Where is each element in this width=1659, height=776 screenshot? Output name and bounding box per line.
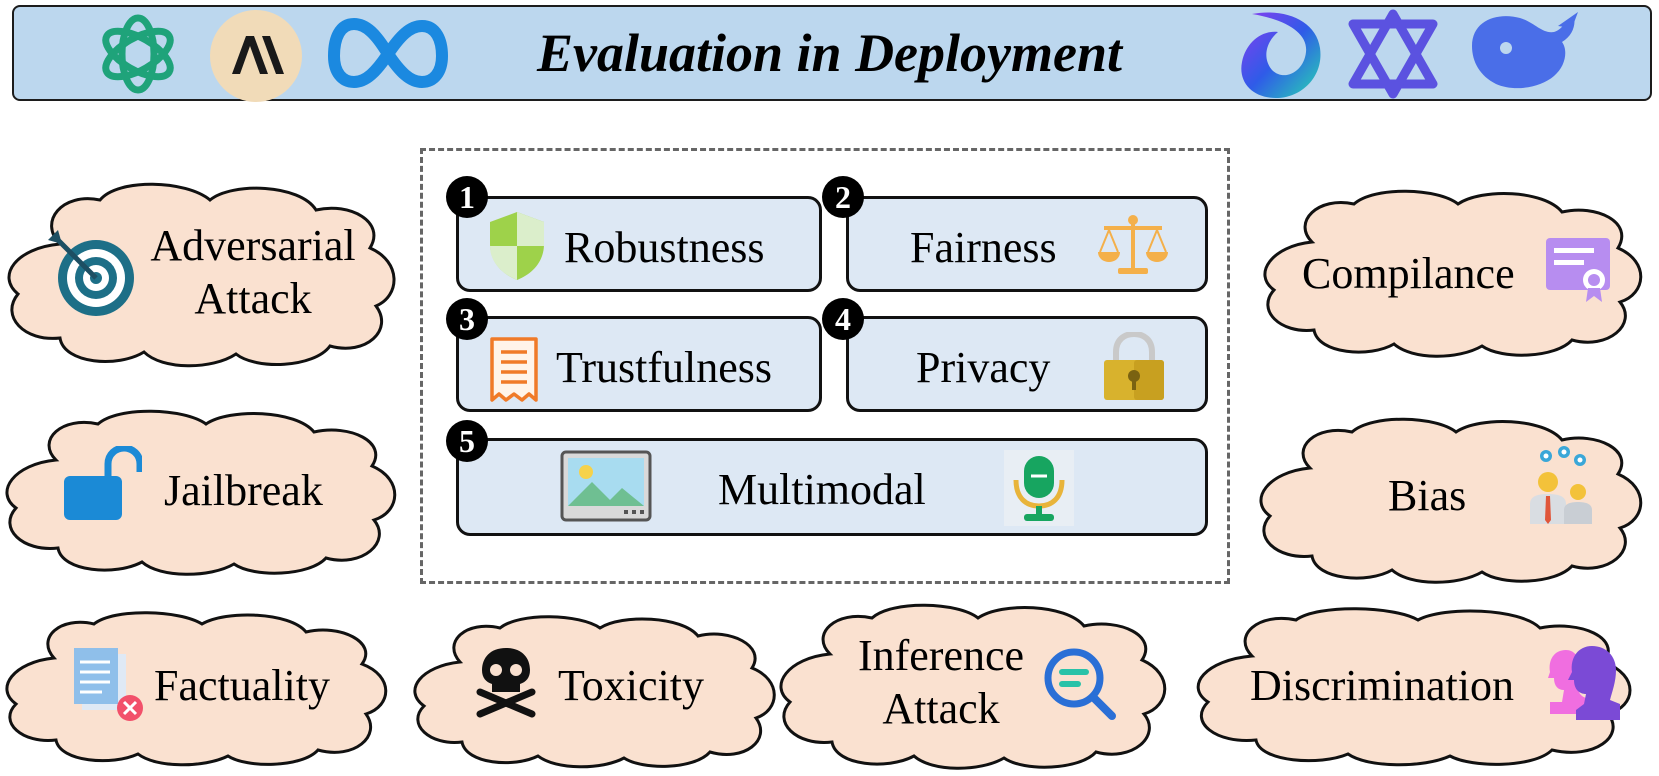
discrimination-label: Discrimination — [1250, 661, 1514, 710]
receipt-icon — [488, 336, 540, 404]
cloud-adversarial-attack — [0, 178, 410, 372]
number-badge-4: 4 — [822, 298, 864, 340]
cloud-jailbreak — [0, 408, 410, 576]
anthropic-logo — [210, 10, 302, 102]
adversarial-attack-label: Adversarial Attack — [138, 220, 368, 326]
skull-crossbones-icon — [474, 646, 538, 718]
adversarial-line-1: Adversarial — [150, 221, 356, 270]
cloud-discrimination — [1190, 606, 1654, 768]
toxicity-label: Toxicity — [558, 661, 705, 710]
people-gears-icon — [1516, 444, 1596, 526]
shield-icon — [486, 210, 548, 282]
document-error-icon — [72, 648, 146, 724]
privacy-label: Privacy — [916, 343, 1051, 392]
fairness-label: Fairness — [910, 223, 1057, 272]
inference-line-2: Attack — [882, 683, 1000, 733]
robustness-label: Robustness — [564, 223, 765, 272]
deepseek-logo — [1462, 6, 1586, 98]
fairness-box — [846, 196, 1208, 292]
unlock-icon — [62, 446, 142, 522]
cloud-compilance — [1258, 188, 1656, 360]
microphone-icon — [1004, 450, 1074, 526]
qwen-logo — [1345, 8, 1441, 100]
compilance-label: Compilance — [1302, 249, 1515, 298]
inference-line-1: Inference — [857, 631, 1025, 680]
openai-logo — [92, 8, 184, 100]
number-badge-5: 5 — [446, 420, 488, 462]
jailbreak-label: Jailbreak — [164, 466, 323, 515]
number-badge-3: 3 — [446, 298, 488, 340]
number-badge-2: 2 — [822, 176, 864, 218]
meta-logo — [326, 14, 450, 94]
factuality-label: Factuality — [154, 661, 330, 710]
banner-title: Evaluation in Deployment — [536, 23, 1123, 83]
search-icon — [1042, 646, 1118, 722]
certificate-icon — [1544, 236, 1614, 302]
padlock-icon — [1100, 332, 1168, 402]
adversarial-line-2: Attack — [194, 273, 312, 323]
image-icon — [560, 450, 654, 524]
copilot-logo — [1232, 6, 1324, 102]
scales-icon — [1096, 212, 1170, 278]
cloud-inference-attack — [774, 602, 1178, 770]
multimodal-label: Multimodal — [718, 465, 926, 514]
inference-attack-label: Inference Attack — [836, 630, 1046, 736]
core-dimensions-frame — [420, 148, 1230, 584]
trustfulness-label: Trustfulness — [556, 343, 772, 392]
number-badge-1: 1 — [446, 176, 488, 218]
bias-label: Bias — [1388, 471, 1467, 520]
profiles-icon — [1546, 642, 1620, 720]
target-icon — [44, 226, 136, 318]
